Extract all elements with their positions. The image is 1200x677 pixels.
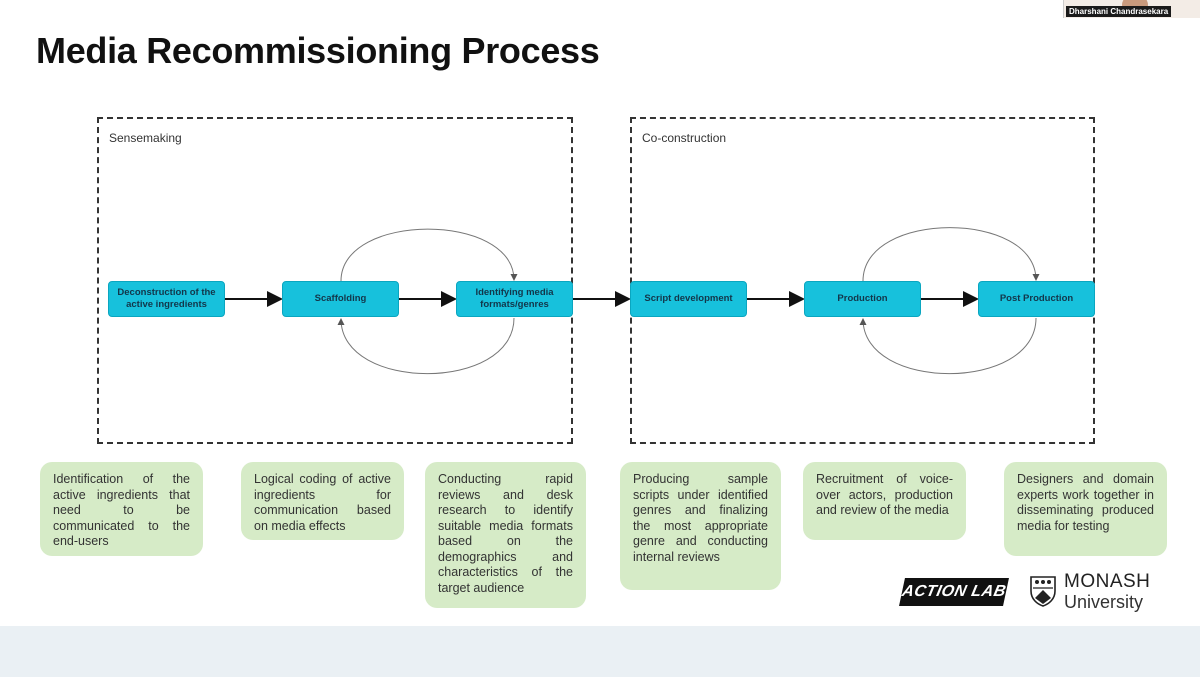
monash-wordmark: MONASH xyxy=(1064,571,1151,592)
node-production: Production xyxy=(804,281,921,317)
loop-top-sensemaking xyxy=(340,228,518,282)
description-production: Recruitment of voice-over actors, produc… xyxy=(803,462,966,540)
monash-university-logo: MONASH University xyxy=(1064,571,1151,613)
loop-top-co-construction xyxy=(862,227,1040,282)
university-wordmark: University xyxy=(1064,592,1144,612)
description-post-production: Designers and domain experts work togeth… xyxy=(1004,462,1167,556)
node-post-production: Post Production xyxy=(978,281,1095,317)
description-scaffolding: Logical coding of active ingredients for… xyxy=(241,462,404,540)
node-scaffolding: Scaffolding xyxy=(282,281,399,317)
slide-title: Media Recommissioning Process xyxy=(36,30,600,71)
phase-sensemaking: Sensemaking xyxy=(97,117,573,444)
speaker-video-thumbnail: Dharshani Chandrasekara xyxy=(1063,0,1200,18)
action-lab-logo: ACTION LAB xyxy=(899,578,1009,606)
description-deconstruction: Identification of the active ingredients… xyxy=(40,462,203,556)
phase-co-construction: Co-construction xyxy=(630,117,1095,444)
description-script-development: Producing sample scripts under identifie… xyxy=(620,462,781,590)
description-identifying-media-formats: Conducting rapid reviews and desk resear… xyxy=(425,462,586,608)
node-deconstruction: Deconstruction of the active ingredients xyxy=(108,281,225,317)
speaker-name: Dharshani Chandrasekara xyxy=(1066,6,1172,17)
node-script-development: Script development xyxy=(630,281,747,317)
loop-bottom-sensemaking xyxy=(337,317,515,375)
node-identifying-media-formats: Identifying media formats/genres xyxy=(456,281,573,317)
loop-bottom-co-construction xyxy=(859,317,1037,375)
footer-band xyxy=(0,626,1200,677)
phase-label-sensemaking: Sensemaking xyxy=(109,131,182,145)
phase-label-co-construction: Co-construction xyxy=(642,131,727,145)
monash-crest-icon xyxy=(1030,576,1056,607)
